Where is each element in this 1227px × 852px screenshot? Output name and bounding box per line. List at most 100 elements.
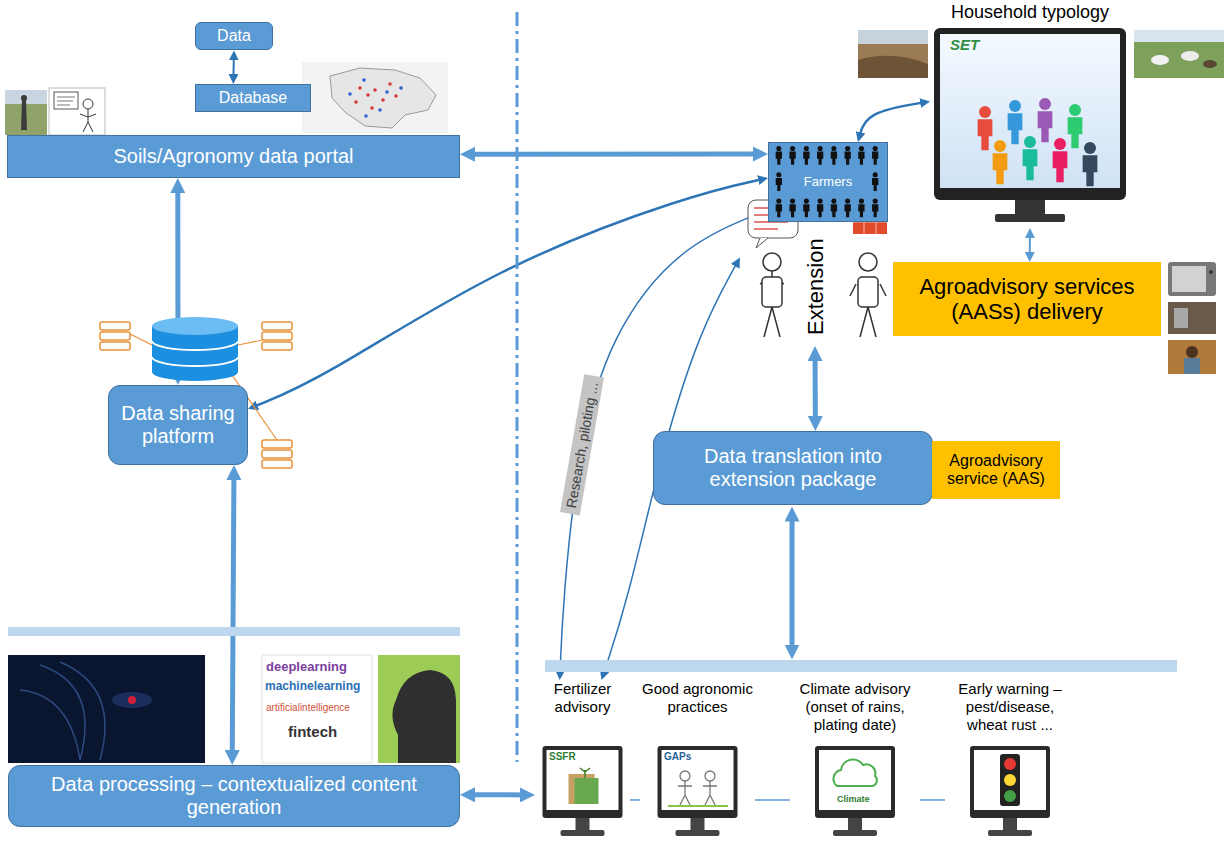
node-text: Soils/Agronomy data portal bbox=[113, 145, 353, 168]
ethiopia-map bbox=[348, 78, 403, 118]
database-illustration bbox=[100, 322, 130, 330]
monitor-illustration bbox=[974, 750, 1046, 810]
market-photo bbox=[1174, 308, 1188, 328]
monitor-illustration bbox=[833, 759, 876, 786]
ai-face-image bbox=[112, 692, 152, 708]
monitor-illustration bbox=[995, 214, 1065, 222]
node-text: Agroadvisory service (AAS) bbox=[938, 452, 1054, 489]
ai-face-image bbox=[128, 696, 136, 704]
double-arrow bbox=[790, 514, 795, 652]
monitor-illustration bbox=[691, 818, 705, 830]
monitor-illustration bbox=[934, 28, 1126, 200]
node-text: Extension bbox=[802, 239, 827, 336]
monitor-illustration bbox=[978, 106, 993, 150]
advisory-monitor: Fertilizer advisorySSFR bbox=[535, 680, 630, 843]
connector-arrow bbox=[468, 152, 761, 157]
farmer-photo bbox=[1168, 340, 1216, 374]
cartoon-figure bbox=[54, 92, 78, 109]
section-bar bbox=[545, 660, 1177, 672]
database-illustration bbox=[100, 342, 130, 350]
connector-arrow bbox=[859, 102, 925, 137]
section-bar bbox=[8, 627, 460, 636]
monitor-illustration bbox=[1003, 818, 1017, 830]
farmer-icons bbox=[845, 146, 851, 165]
screen-text: SSFR bbox=[549, 751, 576, 763]
cattle-photo bbox=[1134, 30, 1224, 42]
monitor-illustration bbox=[1068, 104, 1083, 148]
word-cloud-image bbox=[262, 655, 372, 763]
node-text: Data bbox=[217, 27, 251, 45]
ethiopia-map bbox=[364, 114, 368, 118]
node-text: Data translation into extension package bbox=[660, 445, 926, 491]
cattle-photo bbox=[1151, 55, 1169, 65]
monitor-illustration bbox=[680, 771, 690, 781]
monitor-illustration bbox=[576, 818, 590, 830]
ai-face-image bbox=[8, 655, 205, 763]
extension-figure bbox=[858, 277, 878, 307]
monitor-illustration bbox=[547, 750, 619, 810]
ethiopia-map bbox=[362, 78, 366, 82]
farmer-icons bbox=[803, 199, 809, 218]
monitor-illustration bbox=[833, 830, 877, 836]
thinking-head-image bbox=[392, 670, 456, 763]
monitor-illustration bbox=[1004, 774, 1016, 786]
extension-figure bbox=[762, 277, 782, 307]
image-word: machinelearning bbox=[265, 680, 360, 693]
extension-figure bbox=[756, 238, 768, 248]
household-monitor: Household typologySET bbox=[930, 2, 1130, 228]
monitor-illustration bbox=[703, 781, 717, 805]
cattle-photo bbox=[1134, 30, 1224, 78]
farmer-photo bbox=[1186, 346, 1198, 358]
database-illustration bbox=[262, 332, 292, 340]
monitor-illustration bbox=[561, 830, 605, 836]
connector-arrow bbox=[1029, 233, 1031, 257]
ethiopia-map bbox=[302, 62, 448, 133]
node-text: Agroadvisory services (AASs) delivery bbox=[899, 274, 1155, 325]
farmers-box: Farmers bbox=[768, 142, 888, 222]
farmer-icons bbox=[803, 146, 809, 165]
edge-label: Research, piloting ... bbox=[560, 375, 604, 516]
ethiopia-map bbox=[385, 90, 389, 94]
monitor-illustration bbox=[848, 818, 862, 830]
farmer-icons bbox=[872, 146, 878, 165]
extension-figure bbox=[763, 253, 781, 271]
ethiopia-map bbox=[373, 88, 377, 92]
node-text: Household typology bbox=[951, 2, 1109, 23]
monitor-illustration bbox=[988, 830, 1032, 836]
monitor-illustration bbox=[1083, 142, 1098, 186]
node-text: Climate advisory (onset of rains, platin… bbox=[790, 680, 920, 734]
ethiopia-map bbox=[381, 98, 385, 102]
connector-arrow bbox=[755, 799, 790, 801]
ai-face-image bbox=[8, 655, 205, 763]
advisory-monitor: Early warning – pest/disease, wheat rust… bbox=[945, 680, 1075, 843]
monitor-illustration bbox=[1000, 754, 1020, 806]
farm-photo bbox=[858, 30, 928, 78]
database-illustration bbox=[100, 332, 130, 340]
database-illustration bbox=[152, 357, 238, 366]
ai-face-image bbox=[20, 662, 105, 760]
database-illustration bbox=[100, 322, 292, 468]
connector-arrow bbox=[813, 354, 818, 424]
service-tag: Agroadvisory service (AAS) bbox=[932, 441, 1060, 499]
monitor-illustration bbox=[1053, 138, 1068, 182]
database-illustration bbox=[262, 322, 292, 330]
monitor-illustration bbox=[676, 830, 720, 836]
database-illustration bbox=[152, 341, 238, 350]
tv-icon bbox=[1168, 262, 1216, 296]
cartoon-figure bbox=[80, 109, 96, 132]
extension-figure bbox=[850, 284, 886, 337]
farmer-photo bbox=[1168, 340, 1216, 374]
node-text: Data sharing platform bbox=[115, 402, 241, 448]
tv-icon bbox=[1172, 266, 1206, 292]
monitor-illustration bbox=[819, 750, 891, 810]
screen-text: Climate bbox=[837, 794, 870, 804]
farm-photo bbox=[858, 56, 928, 78]
database-illustration bbox=[262, 342, 292, 350]
monitor-illustration bbox=[1038, 98, 1053, 142]
processing-box: Data processing – contextualized content… bbox=[8, 765, 460, 827]
monitor-illustration bbox=[658, 746, 738, 818]
monitor-illustration bbox=[1004, 758, 1016, 770]
divider-line bbox=[516, 12, 519, 762]
